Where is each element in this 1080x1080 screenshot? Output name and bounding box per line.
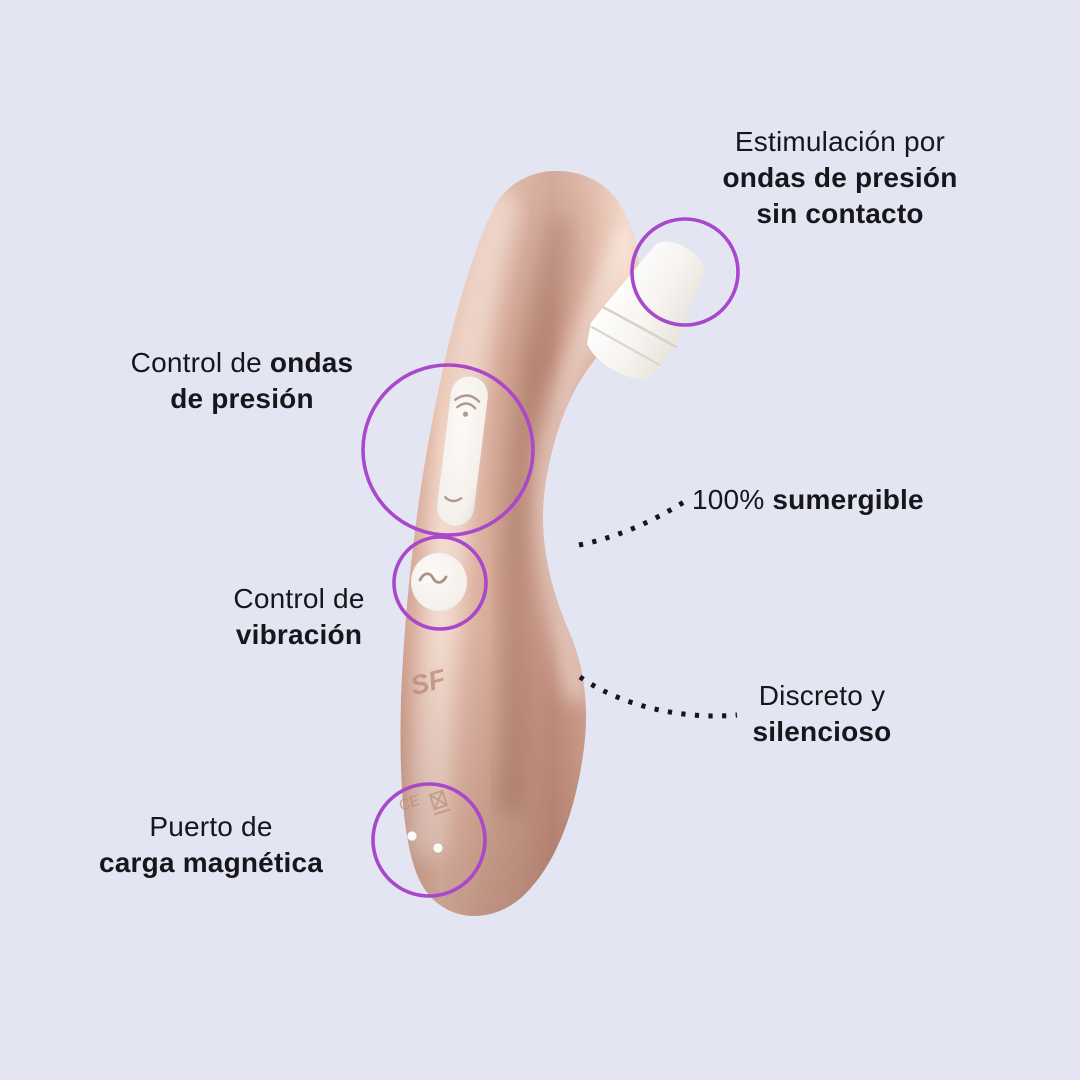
annotation-line: Control de: [233, 583, 365, 614]
highlight-circle-charging: [371, 782, 487, 898]
vibration-button: [411, 553, 467, 611]
annotation-line: carga magnética: [99, 847, 323, 878]
annotation-line: 100% sumergible: [692, 484, 924, 515]
annotation-line: Puerto de: [149, 811, 273, 842]
connector-submersible: [578, 499, 686, 548]
highlight-circle-head: [630, 217, 740, 327]
pressure-plus-icon: [453, 394, 481, 417]
annotation-line: Control de ondas: [130, 347, 354, 378]
annotation-line: ondas de presión: [722, 162, 958, 193]
charging-contacts: [407, 831, 443, 853]
highlight-circle-vibration: [392, 535, 488, 631]
annotation-line: vibración: [235, 619, 363, 650]
connector-discreet: [578, 674, 738, 719]
ce-mark: CE: [397, 792, 422, 815]
annotation-submersible: 100% sumergible: [692, 482, 1022, 518]
pressure-wave-button: [437, 376, 488, 526]
annotation-charging-port: Puerto de carga magnética: [61, 809, 361, 881]
annotation-line: sin contacto: [756, 198, 924, 229]
highlight-circle-pressure-control: [361, 363, 535, 537]
device-head: [586, 241, 705, 381]
weee-bin-icon: [428, 789, 451, 816]
vibration-wave-icon: [418, 572, 448, 584]
highlight-circles: [361, 217, 740, 898]
annotation-discreet: Discreto y silencioso: [672, 678, 972, 750]
annotation-line: Discreto y: [758, 680, 886, 711]
annotation-vibration-control: Control de vibración: [149, 581, 449, 653]
annotation-pressure-control: Control de ondas de presión: [92, 345, 392, 417]
pressure-minus-icon: [444, 496, 463, 503]
annotation-line: silencioso: [752, 716, 892, 747]
annotation-stimulation: Estimulación por ondas de presión sin co…: [640, 124, 1040, 232]
annotation-line: Estimulación por: [734, 126, 946, 157]
dotted-connectors: [578, 499, 738, 719]
annotation-line: de presión: [170, 383, 314, 414]
